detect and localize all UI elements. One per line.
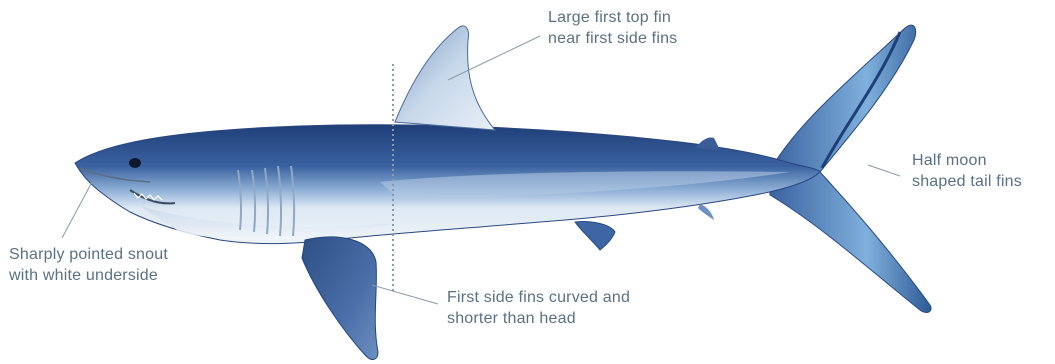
label-pointed-snout: Sharply pointed snout with white undersi… <box>9 244 168 286</box>
leader-line-snout <box>62 182 92 238</box>
second-top-fin <box>695 137 720 150</box>
leader-line-tail <box>868 165 900 176</box>
shark-eye <box>129 158 141 168</box>
leader-line-side-fin <box>372 285 438 304</box>
first-top-fin <box>395 26 495 130</box>
label-large-first-top-fin: Large first top fin near first side fins <box>548 7 677 49</box>
label-first-side-fins: First side fins curved and shorter than … <box>447 287 630 329</box>
label-half-moon-tail: Half moon shaped tail fins <box>912 150 1022 192</box>
first-side-fin <box>302 237 378 360</box>
